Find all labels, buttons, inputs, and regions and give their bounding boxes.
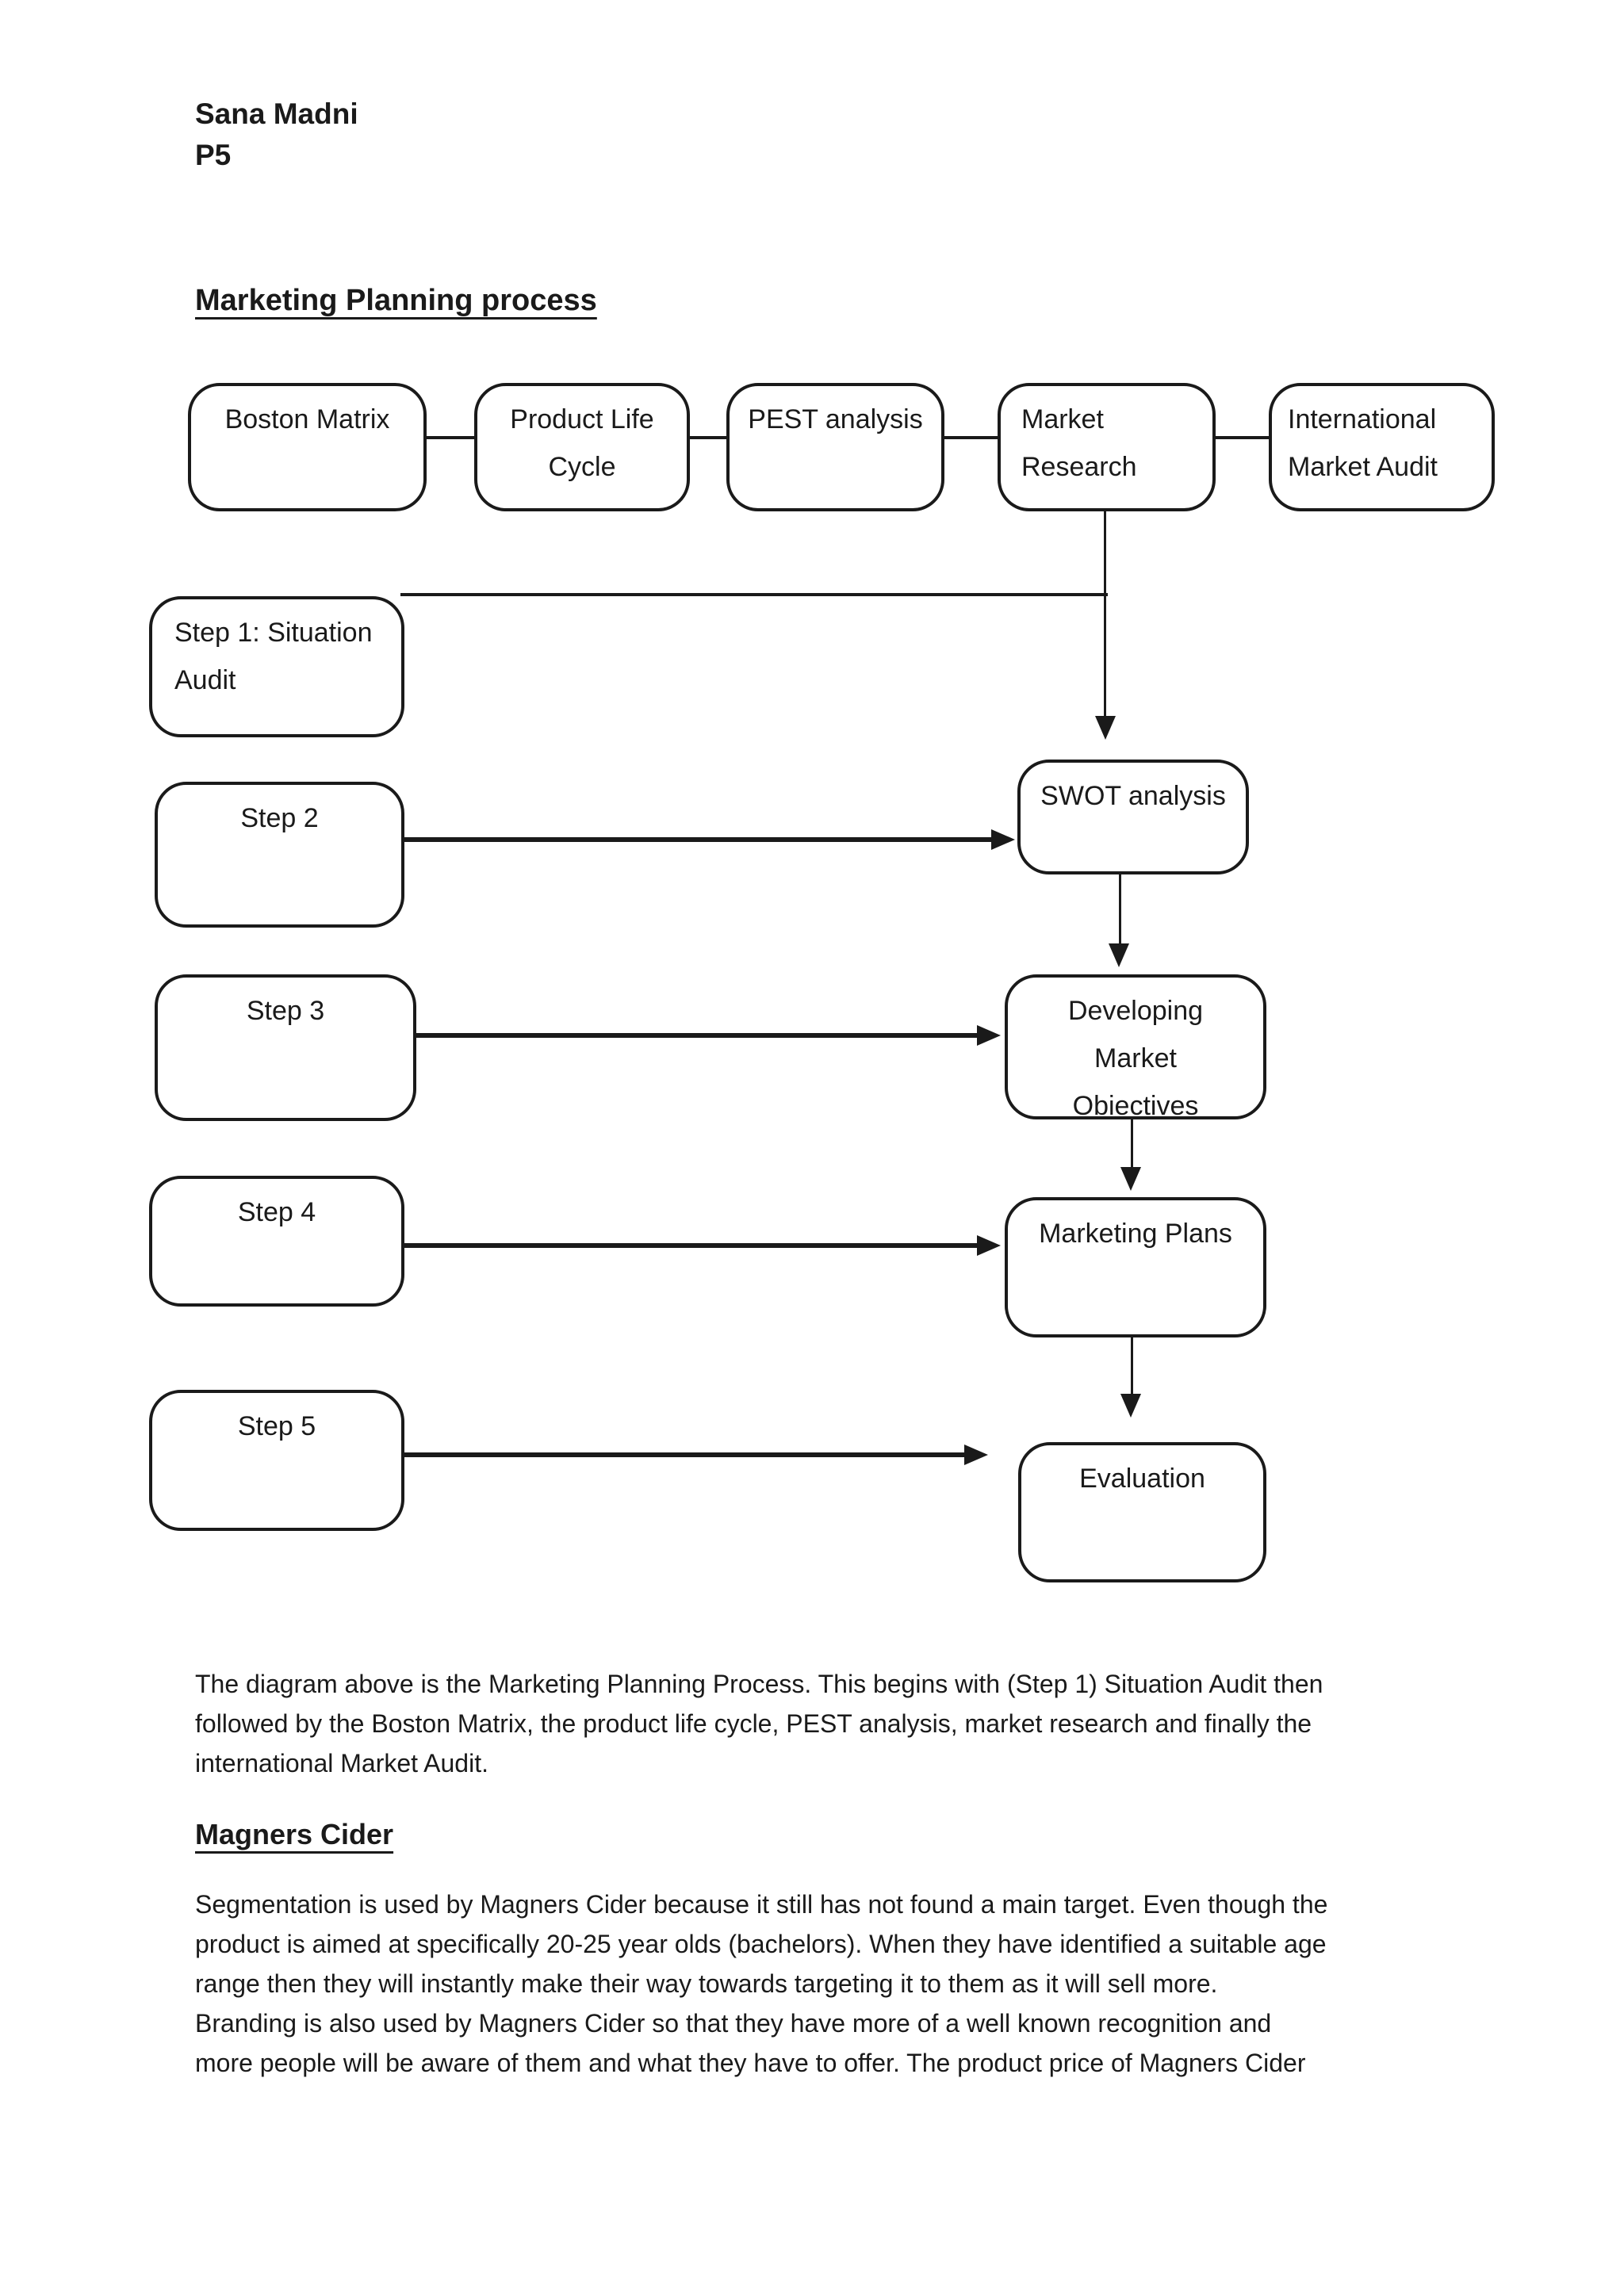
arrow-down-into-plans-icon xyxy=(1120,1167,1141,1191)
flow-box-step-4: Step 4 xyxy=(149,1176,404,1307)
connector-step1-horizontal-line xyxy=(400,593,1108,596)
flow-box-market-research: Market Research xyxy=(998,383,1216,511)
connector-research-to-international xyxy=(1214,436,1270,439)
flow-box-pest-analysis: PEST analysis xyxy=(726,383,944,511)
flow-box-step-3: Step 3 xyxy=(155,974,416,1121)
unit-code: P5 xyxy=(195,139,232,171)
arrow-step5-to-evaluation-line xyxy=(404,1452,966,1457)
magners-cider-heading: Magners Cider xyxy=(195,1818,394,1850)
connector-boston-to-plc xyxy=(425,436,476,439)
flow-box-marketing-plans: Marketing Plans xyxy=(1005,1197,1266,1337)
flow-box-evaluation: Evaluation xyxy=(1018,1442,1266,1582)
flow-box-step-2: Step 2 xyxy=(155,782,404,928)
connector-plc-to-pest xyxy=(688,436,728,439)
diagram-description-paragraph: The diagram above is the Marketing Plann… xyxy=(195,1670,1323,1777)
arrow-step4-to-plans-line xyxy=(404,1243,979,1248)
author-name: Sana Madni xyxy=(195,98,358,130)
flow-box-international-market-audit: International Market Audit xyxy=(1269,383,1495,511)
connector-pest-to-research xyxy=(943,436,999,439)
flow-box-swot-analysis: SWOT analysis xyxy=(1017,760,1249,874)
arrow-right-into-objectives-icon xyxy=(977,1025,1001,1046)
flow-box-step-5: Step 5 xyxy=(149,1390,404,1531)
connector-swot-to-objectives-line xyxy=(1119,874,1121,946)
arrow-step2-to-swot-line xyxy=(404,837,993,842)
connector-objectives-to-plans-line xyxy=(1131,1119,1133,1169)
arrow-down-into-swot-icon xyxy=(1095,716,1116,740)
arrow-right-into-swot-icon xyxy=(991,829,1015,850)
flow-box-boston-matrix: Boston Matrix xyxy=(188,383,427,511)
connector-research-to-swot-line xyxy=(1104,511,1106,718)
magners-cider-paragraph: Segmentation is used by Magners Cider be… xyxy=(195,1890,1328,2077)
flow-box-step-1: Step 1: Situation Audit xyxy=(149,596,404,737)
flow-box-product-life-cycle: Product Life Cycle xyxy=(474,383,690,511)
connector-plans-to-evaluation-line xyxy=(1131,1337,1133,1395)
arrow-right-into-plans-icon xyxy=(977,1235,1001,1256)
page-title: Marketing Planning process xyxy=(195,284,597,317)
arrow-right-into-evaluation-icon xyxy=(964,1445,988,1465)
flow-box-developing-market-objectives: Developing Market Obiectives xyxy=(1005,974,1266,1121)
arrow-down-into-objectives-icon xyxy=(1109,943,1129,967)
arrow-step3-to-objectives-line xyxy=(416,1033,979,1038)
arrow-down-into-evaluation-icon xyxy=(1120,1394,1141,1418)
